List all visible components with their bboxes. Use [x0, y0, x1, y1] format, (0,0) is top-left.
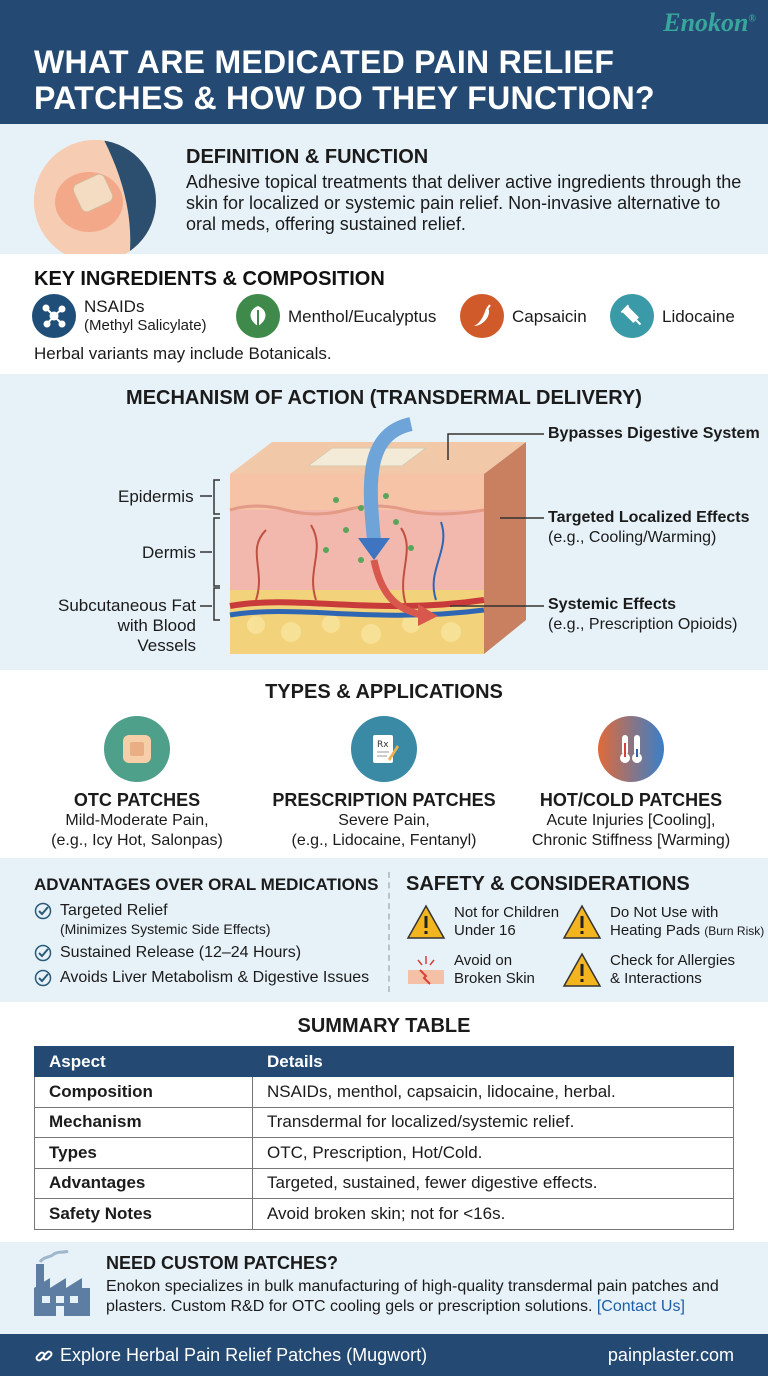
website-link[interactable]: painplaster.com — [607, 1345, 734, 1365]
summary-title: SUMMARY TABLE — [297, 1015, 471, 1037]
ingredient-lidocaine: Lidocaine — [610, 292, 735, 340]
link-icon — [35, 1350, 53, 1361]
factory-icon — [34, 1250, 90, 1316]
contact-us-link[interactable]: [Contact Us] — [596, 1298, 685, 1315]
advantage-item: Targeted Relief(Minimizes Systemic Side … — [34, 901, 271, 939]
ingredient-label: NSAIDs — [84, 297, 145, 316]
cta-section — [0, 1242, 768, 1334]
definition-title: DEFINITION & FUNCTION — [186, 146, 429, 168]
herbal-note: Herbal variants may include Botanicals. — [34, 344, 332, 363]
footer: Explore Herbal Pain Relief Patches (Mugw… — [0, 1334, 768, 1376]
type-otc: OTC PATCHES Mild-Moderate Pain, (e.g., I… — [12, 716, 262, 851]
skin-cross-section-diagram — [229, 417, 526, 654]
layer-label-dermis: Dermis — [142, 543, 196, 562]
warning-icon — [562, 904, 602, 939]
ingredient-nsaids: NSAIDs(Methyl Salicylate) — [32, 292, 207, 340]
explore-link[interactable]: Explore Herbal Pain Relief Patches (Mugw… — [34, 1345, 427, 1366]
safety-item: Check for Allergies& Interactions — [562, 952, 735, 988]
definition-text: Adhesive topical treatments that deliver… — [186, 172, 742, 234]
patch-icon — [104, 716, 170, 782]
brand-logo: Enokon® — [663, 8, 756, 37]
layer-brackets — [200, 479, 220, 621]
header-banner: Enokon® WHAT ARE MEDICATED PAIN RELIEF P… — [0, 0, 768, 124]
column-header: Details — [252, 1046, 734, 1077]
advantage-item: Sustained Release (12–24 Hours) — [34, 943, 301, 962]
page-title: WHAT ARE MEDICATED PAIN RELIEF PATCHES &… — [34, 44, 655, 116]
advantages-safety-section — [0, 858, 768, 1002]
svg-text:Rx: Rx — [377, 740, 389, 750]
ingredient-label: Menthol/Eucalyptus — [288, 306, 437, 326]
safety-title: SAFETY & CONSIDERATIONS — [406, 873, 690, 895]
prescription-icon: Rx — [351, 716, 417, 782]
column-header: Aspect — [34, 1046, 253, 1077]
warning-icon — [406, 904, 446, 939]
cta-title: NEED CUSTOM PATCHES? — [106, 1253, 339, 1273]
effect-bypass: Bypasses Digestive System — [548, 425, 760, 442]
layer-label-epidermis: Epidermis — [118, 487, 194, 506]
type-hot-cold: HOT/COLD PATCHES Acute Injuries [Cooling… — [506, 716, 756, 851]
cta-text: Enokon specializes in bulk manufacturing… — [106, 1278, 719, 1315]
check-circle-icon — [34, 944, 52, 962]
broken-skin-icon — [408, 956, 444, 985]
type-prescription: Rx PRESCRIPTION PATCHES Severe Pain, (e.… — [259, 716, 509, 851]
thermometer-icon — [598, 716, 664, 782]
table-header-row: Aspect Details — [34, 1046, 734, 1077]
chili-icon — [460, 294, 504, 338]
ingredient-menthol: Menthol/Eucalyptus — [236, 292, 436, 340]
ingredient-sub: (Methyl Salicylate) — [84, 317, 207, 334]
ingredient-capsaicin: Capsaicin — [460, 292, 587, 340]
advantages-title: ADVANTAGES OVER ORAL MEDICATIONS — [34, 875, 379, 894]
ingredients-list: NSAIDs(Methyl Salicylate) Menthol/Eucaly… — [32, 292, 752, 340]
warning-icon — [562, 952, 602, 987]
effect-leader-lines — [447, 433, 544, 607]
leaf-icon — [236, 294, 280, 338]
check-circle-icon — [34, 902, 52, 920]
ingredients-title: KEY INGREDIENTS & COMPOSITION — [34, 268, 385, 290]
effect-systemic: Systemic Effects(e.g., Prescription Opio… — [548, 596, 738, 633]
syringe-icon — [610, 294, 654, 338]
types-title: TYPES & APPLICATIONS — [265, 681, 503, 703]
advantage-item: Avoids Liver Metabolism & Digestive Issu… — [34, 968, 369, 987]
effect-localized: Targeted Localized Effects(e.g., Cooling… — [548, 509, 750, 546]
explore-link-text[interactable]: Explore Herbal Pain Relief Patches (Mugw… — [60, 1345, 428, 1365]
check-circle-icon — [34, 969, 52, 987]
section-divider — [388, 872, 390, 992]
ingredient-label: Lidocaine — [662, 306, 735, 326]
mechanism-title: MECHANISM OF ACTION (TRANSDERMAL DELIVER… — [126, 387, 642, 409]
ingredient-label: Capsaicin — [512, 306, 587, 326]
molecule-icon — [32, 294, 76, 338]
shoulder-patch-image — [34, 140, 156, 262]
